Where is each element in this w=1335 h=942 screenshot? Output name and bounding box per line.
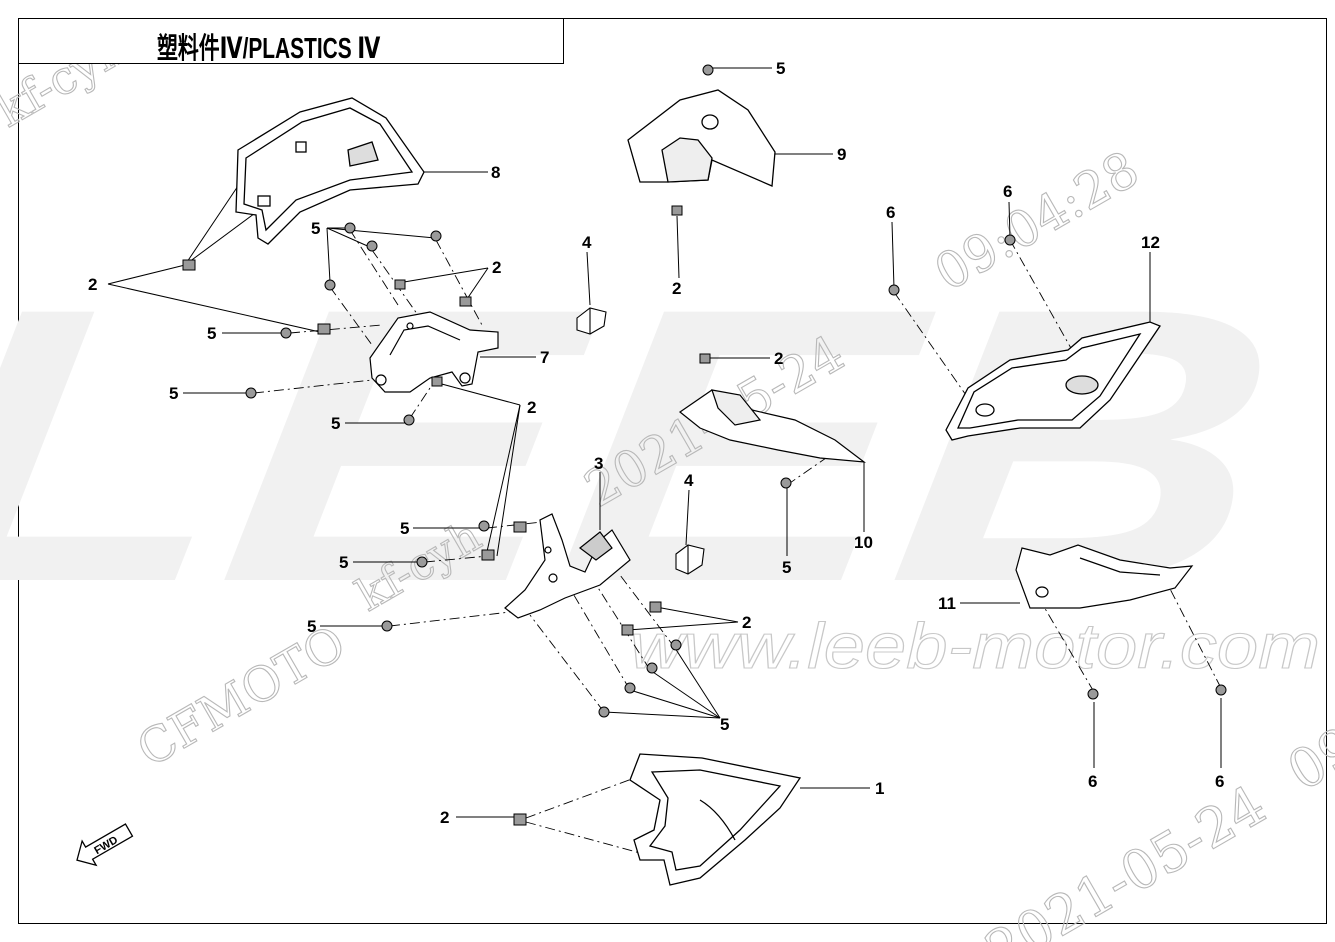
screw [324, 279, 336, 291]
screw [702, 64, 714, 76]
clip [459, 296, 472, 307]
callout-2-bottom: 2 [440, 808, 449, 827]
clip [513, 521, 527, 533]
part-4-spacer-top [576, 307, 607, 335]
callout-5-lower-c: 5 [307, 617, 316, 636]
screw [280, 327, 292, 339]
screw [245, 387, 257, 399]
clip [699, 353, 711, 364]
screw [598, 706, 610, 718]
callout-12: 12 [1141, 233, 1160, 252]
callout-2-near-10: 2 [774, 349, 783, 368]
part-1-cover [629, 753, 802, 886]
screw [381, 620, 393, 632]
callout-1: 1 [875, 779, 884, 798]
fasteners [182, 64, 1227, 826]
screw [780, 477, 792, 489]
screw [1004, 234, 1016, 246]
screw [1087, 688, 1099, 700]
part-11-cover [1015, 544, 1194, 609]
clip [671, 205, 683, 216]
callout-2-left: 2 [88, 275, 97, 294]
callout-10: 10 [854, 533, 873, 552]
callout-6-b: 6 [1003, 182, 1012, 201]
clip [394, 279, 406, 290]
callout-6-d: 6 [1215, 772, 1224, 791]
callout-5-lower-b: 5 [339, 553, 348, 572]
clip [182, 259, 196, 271]
callout-labels: 1 2 2 2 2 2 2 2 3 4 4 5 5 5 5 5 5 5 5 5 … [88, 59, 1224, 827]
part-4-spacer-bottom [675, 544, 705, 575]
callout-5-left-lower: 5 [169, 384, 178, 403]
callout-5-top-right: 5 [776, 59, 785, 78]
screw [416, 556, 428, 568]
screw [1215, 684, 1227, 696]
watermark-url: www.leeb-motor.com [630, 610, 1320, 682]
callout-6-a: 6 [886, 203, 895, 222]
callout-2-top: 2 [492, 258, 501, 277]
clip [317, 323, 331, 335]
part-7-bracket [369, 311, 499, 393]
callout-5-bottom-cluster: 5 [720, 715, 729, 734]
callout-11: 11 [938, 594, 956, 613]
clip [481, 549, 495, 561]
screw [430, 230, 442, 242]
clip [513, 813, 527, 826]
screw [670, 639, 682, 651]
callout-3: 3 [594, 454, 603, 473]
page-title: 塑料件Ⅳ/PLASTICS Ⅳ [157, 33, 381, 65]
clip [431, 376, 443, 387]
screw [344, 222, 356, 234]
callout-8: 8 [491, 163, 500, 182]
screw [646, 662, 658, 674]
callout-7: 7 [540, 348, 549, 367]
callout-2-center: 2 [527, 398, 536, 417]
callout-9: 9 [837, 145, 846, 164]
screw [888, 284, 900, 296]
callout-5-mid: 5 [331, 414, 340, 433]
part-3-mount [504, 513, 631, 619]
callout-2-upper-mid: 2 [672, 279, 681, 298]
title-box: 塑料件Ⅳ/PLASTICS Ⅳ [18, 18, 564, 65]
callout-2-right-cluster: 2 [742, 613, 751, 632]
callout-4-bottom: 4 [684, 471, 694, 490]
fwd-arrow-icon: FWD [76, 823, 134, 867]
screw [403, 414, 415, 426]
screw [624, 682, 636, 694]
part-8-side-cover [235, 97, 425, 245]
part-12-panel [945, 321, 1161, 441]
clip [621, 624, 634, 636]
screw [366, 240, 378, 252]
callout-5-left: 5 [207, 324, 216, 343]
part-10-cover [678, 389, 867, 463]
drawing-frame [18, 18, 1327, 924]
clip [649, 601, 662, 613]
leader-lines [107, 67, 1222, 818]
part-9-cover [627, 89, 776, 187]
callout-6-c: 6 [1088, 772, 1097, 791]
watermark-time-bottom: 09 [1277, 714, 1335, 803]
screw [478, 520, 490, 532]
callout-5-top-cluster: 5 [311, 219, 320, 238]
callout-5-under-10: 5 [782, 558, 791, 577]
watermark-date-bottom: 2021-05-24 [975, 773, 1276, 942]
fwd-label: FWD [92, 834, 120, 857]
callout-4-top: 4 [582, 233, 592, 252]
callout-5-lower-a: 5 [400, 519, 409, 538]
